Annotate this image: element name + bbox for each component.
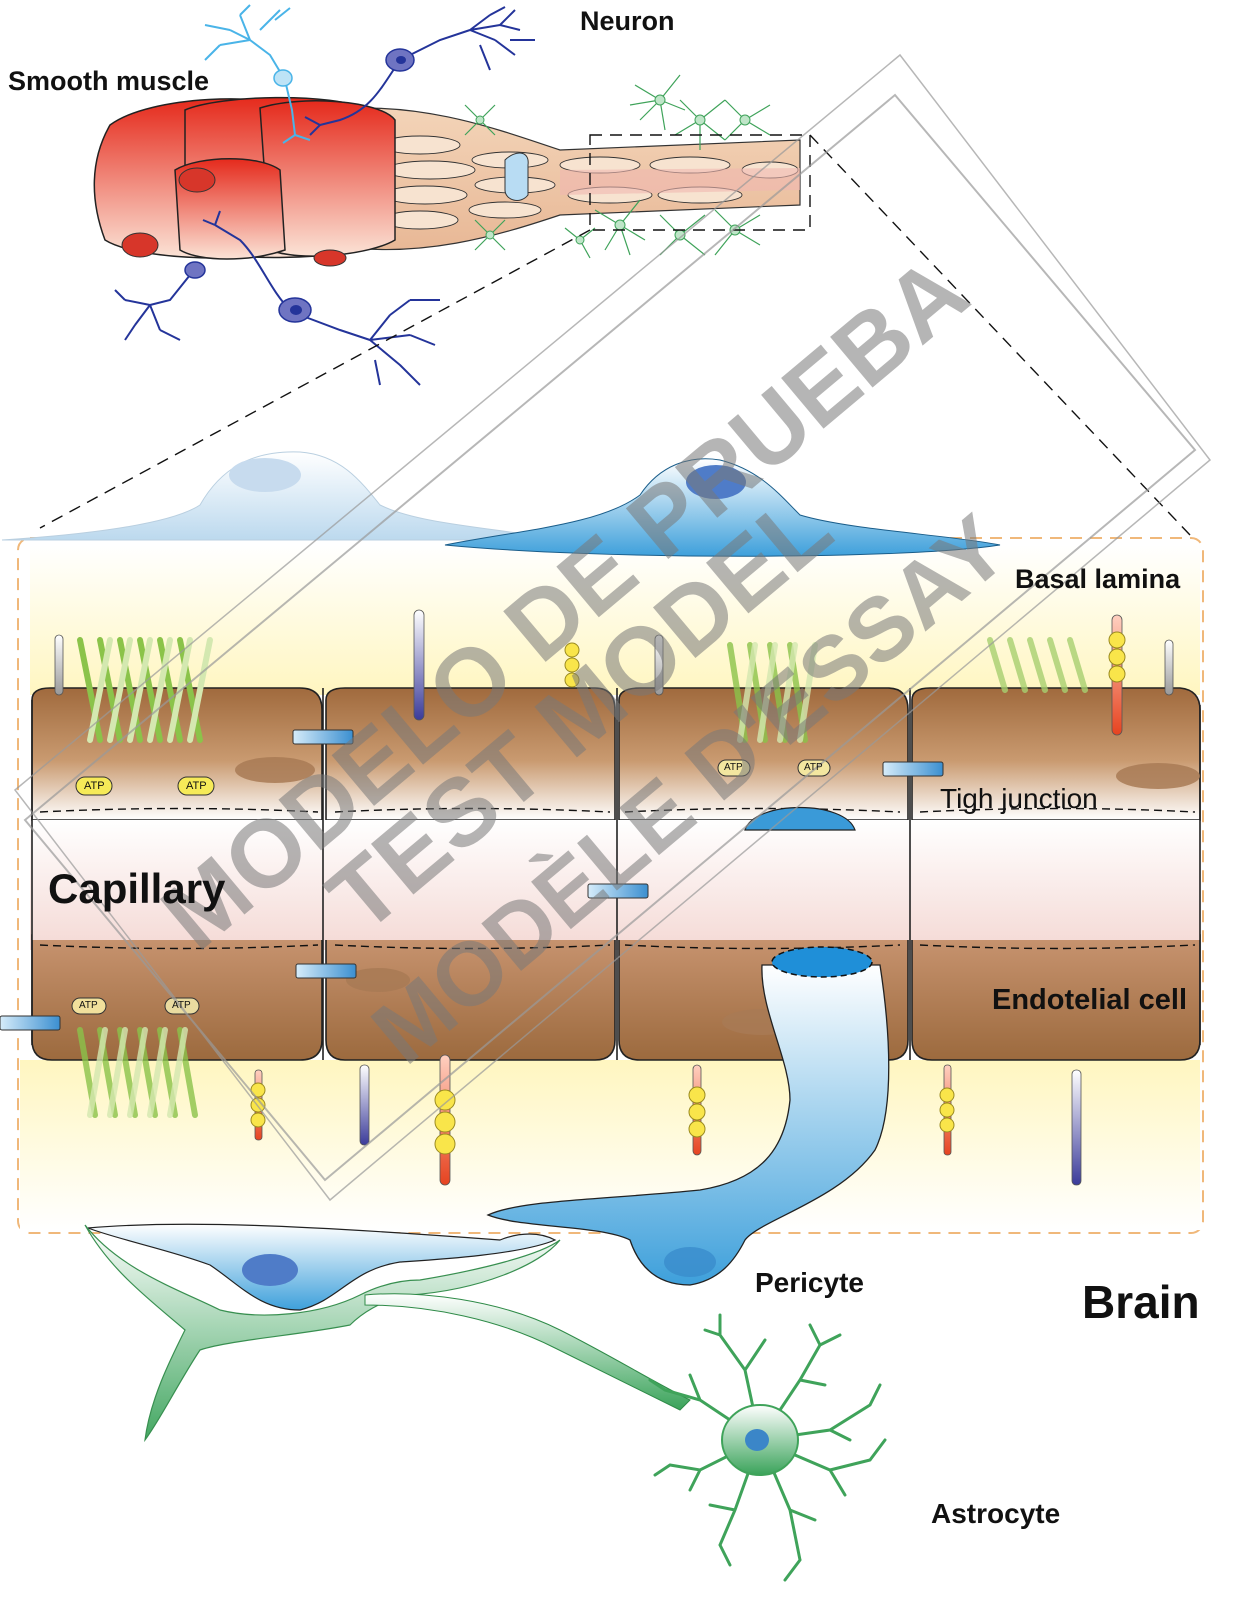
pericyte-top xyxy=(444,458,1001,557)
lumen-membrane-lines xyxy=(39,807,1196,950)
basal-lamina-top xyxy=(30,545,1200,695)
pericyte-lower-nucleus xyxy=(242,1254,298,1286)
tight-junctions xyxy=(0,729,944,1031)
transporter-bundles xyxy=(77,637,1088,1118)
receptor-beads xyxy=(250,631,1126,1155)
astrocyte xyxy=(648,1313,887,1582)
neuron-bodies xyxy=(184,48,415,323)
pericyte-body xyxy=(486,964,890,1286)
light-neuron-body xyxy=(273,69,293,87)
pericyte-pale xyxy=(1,451,561,541)
light-neuron xyxy=(204,4,311,144)
atp-label: ATP xyxy=(84,780,105,792)
atp-pills xyxy=(71,759,831,1015)
pericyte-top-foot xyxy=(771,946,873,978)
endothelial-bottom-row xyxy=(31,934,1201,1061)
atp-label: ATP xyxy=(804,762,823,773)
pericyte-lower xyxy=(87,1223,557,1311)
pericyte-nucleus xyxy=(664,1247,716,1277)
label-capillary: Capillary xyxy=(48,865,226,912)
atp-label: ATP xyxy=(79,1000,98,1011)
pericyte-pale-nucleus xyxy=(229,458,301,492)
endothelial-top-row xyxy=(31,687,1201,821)
atp-label: ATP xyxy=(172,1000,191,1011)
atp-label: ATP xyxy=(724,762,743,773)
endothelial-nuclei xyxy=(235,757,1200,1035)
pericyte-top-nucleus xyxy=(686,465,746,499)
label-basal-lamina: Basal lamina xyxy=(1015,564,1181,594)
label-endothelial-cell: Endotelial cell xyxy=(992,984,1187,1016)
atp-label: ATP xyxy=(186,780,207,792)
label-astrocyte: Astrocyte xyxy=(931,1498,1061,1529)
zoom-indicator xyxy=(39,134,1191,536)
label-neuron: Neuron xyxy=(580,6,675,36)
vessel-astrocytes xyxy=(464,74,771,259)
astrocyte-process xyxy=(364,1293,691,1411)
watermark-frame xyxy=(13,53,1212,1202)
cell-borders xyxy=(31,688,1201,1060)
label-tight-junction: Tigh junction xyxy=(940,783,1098,814)
label-pericyte: Pericyte xyxy=(755,1267,864,1298)
label-smooth-muscle: Smooth muscle xyxy=(8,66,210,96)
smooth-muscle-vessel xyxy=(93,96,801,267)
label-brain: Brain xyxy=(1082,1276,1200,1328)
capillary-lumen-inner xyxy=(32,820,1200,940)
